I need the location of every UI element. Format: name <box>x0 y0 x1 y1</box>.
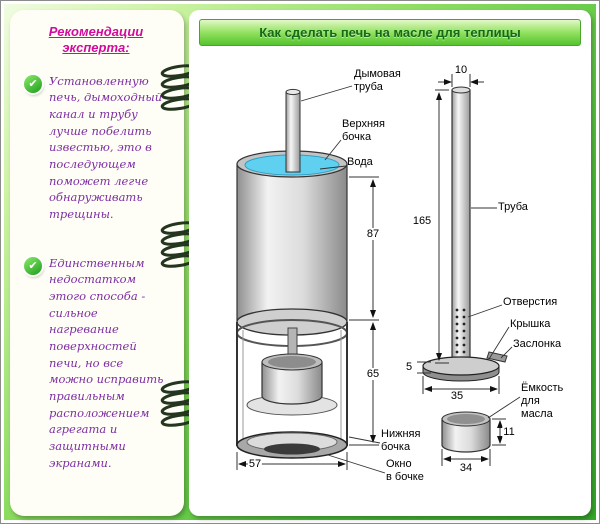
expert-tips-panel: Рекомендации эксперта: ✔ Установленную п… <box>10 10 184 516</box>
label-damper: Заслонка <box>513 338 562 350</box>
dim-pipe-diam: 10 <box>453 64 469 76</box>
check-icon: ✔ <box>24 74 42 93</box>
label-lower-barrel: Нижняя бочка <box>381 428 421 453</box>
tip-item: ✔ Единственным недостатком этого способа… <box>24 255 174 472</box>
sidebar-title: Рекомендации эксперта: <box>48 24 144 56</box>
tip-text: Установленную печь, дымоходный канал и т… <box>49 73 163 221</box>
label-pipe: Труба <box>498 201 528 213</box>
page-title: Как сделать печь на масле для теплицы <box>199 19 581 46</box>
dim-lid-diam: 35 <box>449 390 465 402</box>
oil-tank <box>441 411 491 453</box>
lower-barrel-cage <box>236 322 348 459</box>
diagram-panel: Как сделать печь на масле для теплицы <box>189 10 591 516</box>
pipe-holes <box>455 308 466 354</box>
label-upper-barrel: Верхняя бочка <box>342 118 385 143</box>
upper-barrel <box>236 150 348 347</box>
dimension-lines-right <box>417 74 506 466</box>
dim-pipe-height: 165 <box>411 215 433 227</box>
furnace-drawing <box>236 74 521 474</box>
chimney-pipe <box>285 88 301 173</box>
barrel-window-opening <box>264 443 320 455</box>
label-chimney: Дымовая труба <box>354 68 401 93</box>
dim-upper-height: 87 <box>365 228 381 240</box>
furnace-diagram: Дымовая труба Верхняя бочка Вода Нижняя … <box>189 56 591 514</box>
tip-item: ✔ Установленную печь, дымоходный канал и… <box>24 73 174 223</box>
leader-lines <box>300 85 521 474</box>
check-icon: ✔ <box>24 256 42 275</box>
burner-pipe <box>451 86 471 365</box>
label-water: Вода <box>347 156 373 168</box>
label-oil-tank: Ёмкость для масла <box>521 382 564 420</box>
tip-text: Единственным недостатком этого способа -… <box>49 255 164 470</box>
dim-lid-thickness: 5 <box>404 361 414 373</box>
dim-barrel-diam: 57 <box>247 458 263 470</box>
label-holes: Отверстия <box>503 296 558 308</box>
label-lid: Крышка <box>510 318 551 330</box>
label-barrel-window: Окно в бочке <box>386 458 424 483</box>
dim-lower-height: 65 <box>365 368 381 380</box>
lid-plate <box>422 351 508 382</box>
dim-tank-diam: 34 <box>458 462 474 474</box>
dim-tank-height: 11 <box>502 426 516 438</box>
